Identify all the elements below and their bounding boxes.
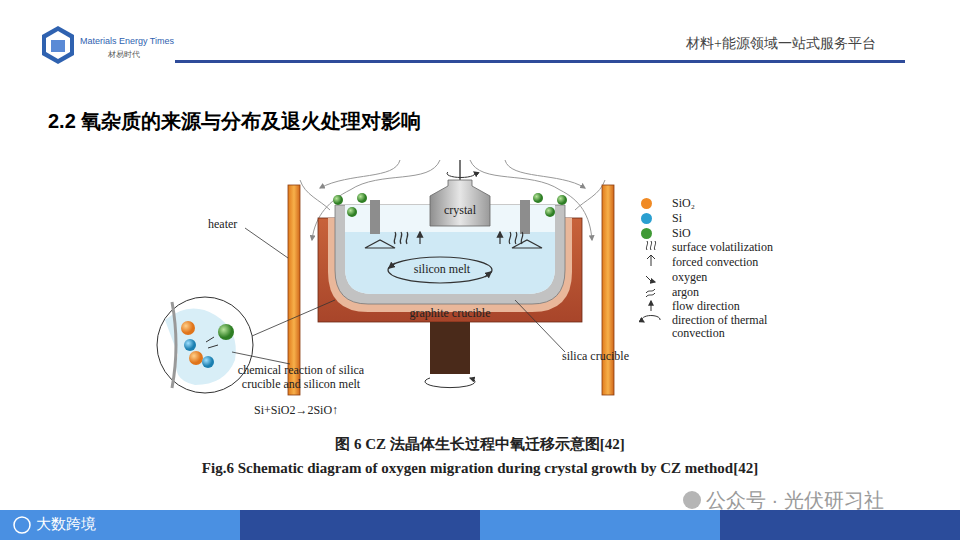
legend-text: SiO [660, 227, 816, 240]
rotation-arrow [425, 378, 475, 388]
legend-entry: SiO [641, 227, 816, 240]
melt-flow-symbols [365, 232, 542, 283]
crystal-box: crystal [428, 198, 492, 222]
legend-text: oxygen [660, 271, 816, 284]
legend-text: Si [660, 212, 816, 225]
heat-shield [520, 200, 530, 234]
silicon-melt [345, 232, 555, 294]
legend-entry: Si [641, 212, 816, 225]
node-text: graphite crucible [315, 306, 585, 321]
brand-name-cn: 材易时代 [108, 50, 140, 59]
legend-swatch [641, 198, 652, 209]
watermark: 公众号 · 光伏研习社 [706, 489, 884, 512]
legend-text: SiO₂ [660, 197, 816, 210]
graphite-crucible-region: graphite crucible silicon melt [315, 218, 585, 322]
legend-text: direction of thermal convection [660, 314, 816, 340]
heat-shield [370, 200, 380, 234]
legend-entry: surface volatilization [641, 241, 816, 254]
part-label: heater [208, 218, 237, 232]
shaft [430, 322, 470, 374]
brand-name: Materials Energy Times [80, 36, 174, 46]
legend-text: flow direction [660, 300, 816, 313]
legend-entry: oxygen [641, 271, 816, 284]
node-text: silicon melt [384, 262, 500, 277]
legend-entry: SiO₂ [641, 197, 816, 210]
reaction-callout [157, 297, 253, 393]
legend-text: forced convection [660, 256, 816, 269]
logo [42, 26, 74, 64]
leader-lines [232, 228, 565, 364]
part-label: silica crucible [562, 350, 629, 364]
heater [602, 185, 614, 395]
legend-entry: flow direction [641, 300, 816, 313]
legend-entry: direction of thermal convection [641, 314, 816, 340]
figure-caption-en: Fig.6 Schematic diagram of oxygen migrat… [90, 460, 870, 477]
rotation-arrow [447, 172, 475, 177]
legend-text: surface volatilization [660, 241, 816, 254]
legend-text: argon [660, 286, 816, 299]
slide-title: 2.2 氧杂质的来源与分布及退火处理对影响 [48, 110, 421, 133]
legend-entry: forced convection [641, 256, 816, 269]
callout-note: chemical reaction of silica crucible and… [226, 364, 376, 392]
header-slogan: 材料+能源领域一站式服务平台 [686, 36, 876, 52]
sio-particles [333, 193, 567, 217]
melt-region: silicon melt [384, 258, 500, 280]
legend-symbols [642, 241, 660, 322]
legend-entry: argon [641, 286, 816, 299]
header-rule [175, 60, 905, 63]
reaction-formula: Si+SiO2→2SiO↑ [254, 404, 338, 418]
legend-swatch [641, 213, 652, 224]
figure-caption: 图 6 CZ 法晶体生长过程中氧迁移示意图[42] [180, 436, 780, 453]
node-text: crystal [428, 203, 492, 218]
legend-swatch [641, 228, 652, 239]
footer-brand: 大数跨境 [36, 515, 96, 532]
